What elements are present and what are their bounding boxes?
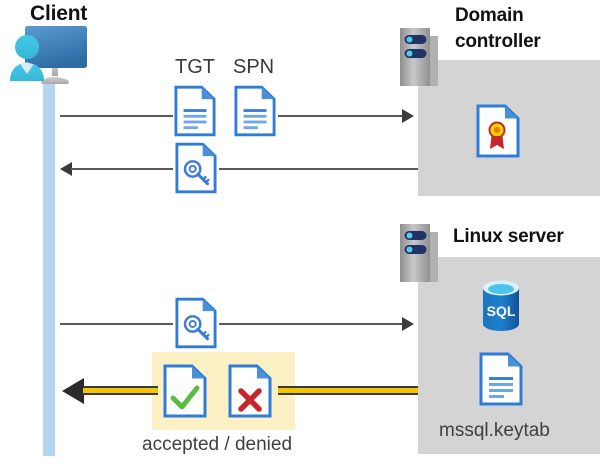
gold-connector-left xyxy=(83,386,158,395)
arrow-head-right-service xyxy=(402,317,414,331)
sql-database-icon: SQL xyxy=(477,278,525,339)
arrow-head-left-ticket xyxy=(60,162,72,176)
document-key-icon xyxy=(175,142,217,194)
document-lines-icon xyxy=(234,85,276,137)
connector-line-service-left xyxy=(60,323,173,325)
domain-controller-title-line2: controller xyxy=(455,31,541,52)
domain-controller-title: Domain controller xyxy=(455,3,600,55)
certificate-document-icon xyxy=(476,104,520,158)
client-lifeline xyxy=(43,82,55,456)
client-title: Client xyxy=(30,2,88,25)
arrow-head-right-request xyxy=(402,109,414,123)
svg-text:SQL: SQL xyxy=(487,303,516,319)
user-monitor-icon xyxy=(6,24,102,88)
connector-line-request-right xyxy=(278,115,402,117)
keytab-label: mssql.keytab xyxy=(439,420,550,441)
arrow-head-left-result xyxy=(62,378,84,404)
server-rack-icon xyxy=(400,224,438,282)
spn-label: SPN xyxy=(233,56,275,78)
accepted-denied-label: accepted / denied xyxy=(142,434,293,455)
connector-line-ticket-left xyxy=(71,168,173,170)
gold-connector-right xyxy=(278,386,418,395)
document-key-icon xyxy=(175,297,217,349)
connector-line-service-right xyxy=(219,323,402,325)
linux-server-title: Linux server xyxy=(453,226,564,247)
server-rack-icon xyxy=(400,28,438,86)
document-lines-icon xyxy=(479,352,523,406)
connector-line-ticket-right xyxy=(219,168,418,170)
domain-controller-title-line1: Domain xyxy=(455,5,524,26)
connector-line-request-left xyxy=(60,115,173,117)
tgt-label: TGT xyxy=(175,56,215,78)
document-lines-icon xyxy=(174,85,216,137)
document-check-icon xyxy=(163,364,207,418)
document-cross-icon xyxy=(228,364,272,418)
